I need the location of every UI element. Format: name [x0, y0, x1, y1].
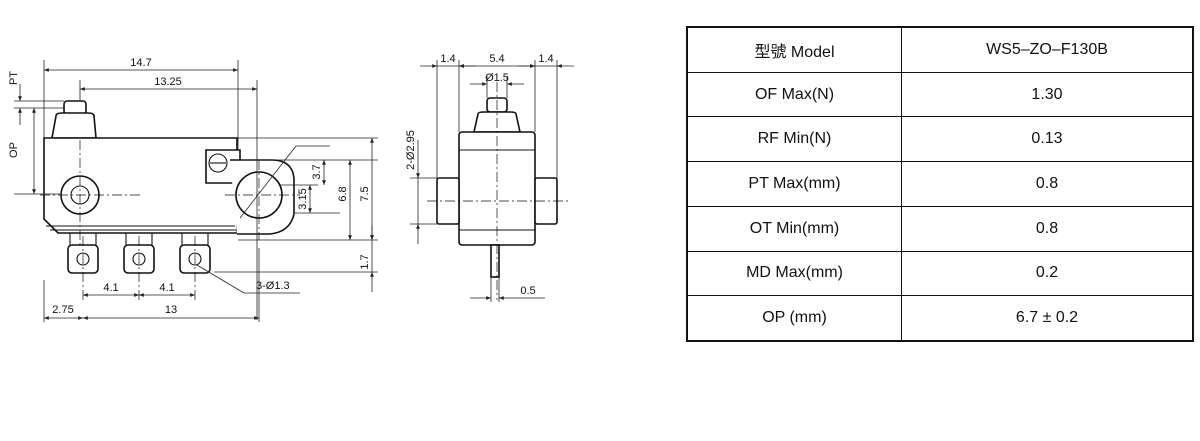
actuator-plunger — [63, 100, 87, 115]
spec-label: OT Min(mm) — [686, 205, 902, 252]
spec-row: OF Max(N)1.30 — [686, 71, 1194, 118]
dim-bottom-left: 2.75 — [52, 304, 73, 316]
spec-row: PT Max(mm)0.8 — [686, 161, 1194, 207]
side-view: 1.4 5.4 1.4 Ø1.5 2-Ø2.95 0.5 — [405, 53, 574, 302]
spec-label: OP (mm) — [686, 295, 902, 342]
dim-pin-spacing-1: 4.1 — [103, 282, 118, 294]
spec-row: OT Min(mm)0.8 — [686, 205, 1194, 252]
spec-label: MD Max(mm) — [686, 250, 902, 297]
dim-right-b: 3.7 — [311, 164, 323, 179]
dim-side-right: 1.4 — [538, 53, 553, 65]
dim-pin-holes: 3-Ø1.3 — [256, 280, 290, 292]
spec-row: MD Max(mm)0.2 — [686, 250, 1194, 297]
dim-right-c: 6.8 — [337, 186, 349, 201]
spec-value: 1.30 — [901, 71, 1194, 118]
dim-right-d: 7.5 — [359, 186, 371, 201]
spec-value: 6.7 ± 0.2 — [901, 295, 1194, 342]
dim-side-middle: 5.4 — [489, 53, 504, 65]
spec-row: RF Min(N)0.13 — [686, 116, 1194, 163]
spec-label: RF Min(N) — [686, 116, 902, 163]
actuator-housing — [51, 112, 97, 139]
spec-label: PT Max(mm) — [686, 161, 902, 207]
technical-drawing: 14.7 13.25 PT OP 3.15 3.7 6.8 7.5 1.7 — [8, 53, 574, 322]
dim-top-overall: 14.7 — [130, 57, 151, 69]
spec-value: 0.8 — [901, 161, 1194, 207]
dim-top-inner: 13.25 — [154, 76, 182, 88]
spec-row: OP (mm)6.7 ± 0.2 — [686, 295, 1194, 342]
spec-value: 0.13 — [901, 116, 1194, 163]
pivot-screw — [208, 153, 228, 173]
spec-label: OF Max(N) — [686, 71, 902, 118]
front-view: 14.7 13.25 PT OP 3.15 3.7 6.8 7.5 1.7 — [8, 57, 378, 322]
dim-side-holes: 2-Ø2.95 — [405, 130, 417, 170]
dim-bottom-right: 1.7 — [359, 254, 371, 269]
spec-value: 0.2 — [901, 250, 1194, 297]
dim-side-terminal: 0.5 — [520, 285, 535, 297]
dim-bottom-span: 13 — [165, 304, 177, 316]
spec-value: WS5–ZO–F130B — [901, 26, 1194, 73]
dim-right-a: 3.15 — [297, 188, 309, 209]
spec-value: 0.8 — [901, 205, 1194, 252]
dim-side-actuator: Ø1.5 — [485, 72, 509, 84]
dim-pin-spacing-2: 4.1 — [159, 282, 174, 294]
spec-label: 型號 Model — [686, 26, 902, 73]
dim-side-left: 1.4 — [440, 53, 455, 65]
dim-op: OP — [8, 142, 20, 158]
dim-pt: PT — [8, 71, 20, 85]
